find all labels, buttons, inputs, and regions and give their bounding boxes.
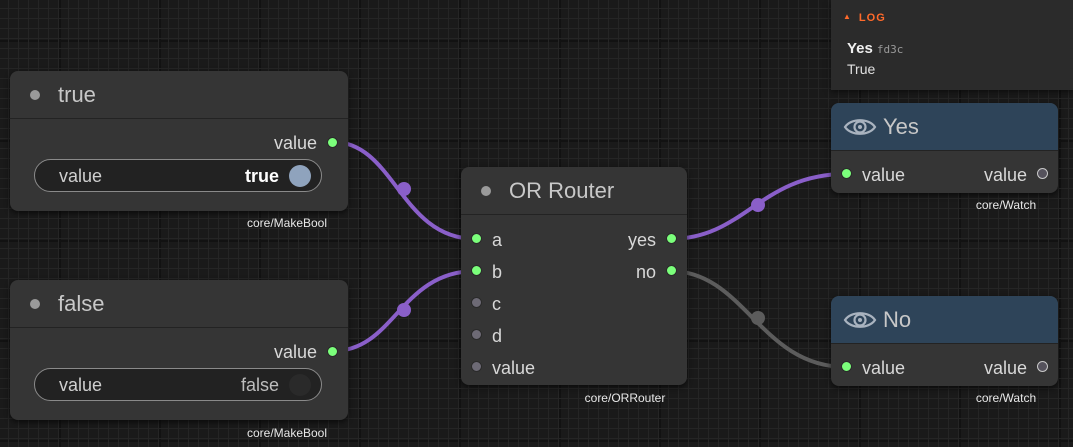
output-port-value[interactable] [1037, 168, 1048, 179]
watch-yes-node[interactable]: Yes value value [831, 103, 1058, 193]
node-header[interactable]: OR Router [461, 167, 687, 215]
node-type-label: core/MakeBool [246, 426, 328, 440]
input-port-label: value [862, 358, 906, 378]
node-type-label: core/Watch [975, 391, 1037, 405]
node-header[interactable]: false [10, 280, 348, 328]
input-port-value[interactable] [841, 168, 852, 179]
collapse-caret-icon[interactable]: ▲ [843, 12, 852, 21]
node-header[interactable]: true [10, 71, 348, 119]
input-port-label-d: d [492, 326, 503, 346]
output-port-no[interactable] [666, 265, 677, 276]
eye-icon[interactable] [843, 116, 877, 138]
output-port-value[interactable] [1037, 361, 1048, 372]
watch-no-node[interactable]: No value value [831, 296, 1058, 386]
node-title: Yes [883, 113, 919, 139]
node-title: true [58, 81, 96, 107]
input-port-label-value: value [492, 358, 536, 378]
field-label: value [59, 375, 103, 395]
input-port-label-b: b [492, 262, 503, 282]
log-entry-hash: fd3c [876, 43, 904, 56]
wire-no-to-watch-handle[interactable] [751, 311, 765, 325]
wire-false-to-b-handle[interactable] [397, 303, 411, 317]
input-port-label-c: c [492, 294, 501, 314]
field-value: false [240, 375, 279, 395]
input-port-a[interactable] [471, 233, 482, 244]
node-title: OR Router [509, 177, 615, 203]
output-port-label: value [983, 165, 1027, 185]
node-status-dot[interactable] [30, 298, 40, 309]
input-port-d[interactable] [471, 329, 482, 340]
toggle-knob-icon[interactable] [289, 374, 311, 396]
input-port-c[interactable] [471, 297, 482, 308]
input-port-label-a: a [492, 230, 503, 250]
node-title: false [58, 290, 105, 316]
make-bool-true-node[interactable]: true value value true [10, 71, 348, 211]
output-port-value[interactable] [327, 137, 338, 148]
bool-toggle-field[interactable]: value false [34, 368, 322, 401]
make-bool-false-node[interactable]: false value value false [10, 280, 348, 420]
output-port-label-no: no [635, 262, 656, 282]
input-port-value[interactable] [471, 361, 482, 372]
input-port-label: value [862, 165, 906, 185]
field-value: true [244, 166, 279, 186]
node-type-label: core/ORRouter [584, 391, 666, 405]
toggle-knob-icon[interactable] [289, 165, 311, 187]
bool-toggle-field[interactable]: value true [34, 159, 322, 192]
log-header[interactable]: ▲ LOG [843, 12, 886, 24]
input-port-value[interactable] [841, 361, 852, 372]
or-router-node[interactable]: OR Router a b c d value yes no [461, 167, 687, 385]
eye-icon[interactable] [843, 309, 877, 331]
output-port-label-yes: yes [627, 230, 656, 250]
node-type-label: core/MakeBool [246, 216, 328, 230]
log-title: LOG [858, 12, 886, 24]
wire-yes-to-watch-handle[interactable] [751, 198, 765, 212]
field-label: value [59, 166, 103, 186]
node-title: No [883, 306, 912, 332]
node-header[interactable]: No [831, 296, 1058, 344]
output-port-label: value [273, 133, 317, 153]
node-header[interactable]: Yes [831, 103, 1058, 151]
node-status-dot[interactable] [481, 185, 491, 196]
output-port-label: value [273, 342, 317, 362]
output-port-label: value [983, 358, 1027, 378]
node-type-label: core/Watch [975, 198, 1037, 212]
log-entry-node-name: Yes [847, 40, 873, 57]
output-port-value[interactable] [327, 346, 338, 357]
output-port-yes[interactable] [666, 233, 677, 244]
wire-true-to-a-handle[interactable] [397, 182, 411, 196]
node-status-dot[interactable] [30, 89, 40, 100]
log-entry-value: True [847, 61, 876, 77]
input-port-b[interactable] [471, 265, 482, 276]
